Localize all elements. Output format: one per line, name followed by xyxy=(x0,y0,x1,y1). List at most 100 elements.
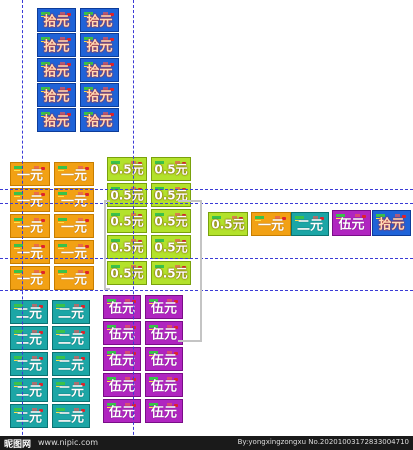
one-yuan-ticket: 一元 xyxy=(10,266,50,290)
five-yuan-ticket: 伍元 xyxy=(332,210,371,236)
ticket-label: 伍元 xyxy=(150,353,177,369)
seal-text-mark xyxy=(60,112,65,115)
ticket-label: 伍元 xyxy=(108,301,135,317)
one-yuan-ticket: 一元 xyxy=(54,162,94,186)
red-seal-icon xyxy=(41,245,45,248)
red-seal-icon xyxy=(138,266,142,269)
ticket-label: 拾元 xyxy=(378,217,405,233)
seal-text-mark xyxy=(34,166,39,169)
ticket-label: 拾元 xyxy=(86,14,113,30)
five-yuan-ticket: 伍元 xyxy=(145,347,183,371)
seal-text-mark xyxy=(32,304,37,307)
seal-text-mark xyxy=(32,382,37,385)
five-yuan-ticket: 伍元 xyxy=(145,321,183,345)
green-stripe-icon xyxy=(84,112,93,117)
red-seal-icon xyxy=(81,383,85,386)
seal-text-mark xyxy=(60,87,65,90)
seal-text-mark xyxy=(167,403,172,406)
red-seal-icon xyxy=(67,38,71,41)
red-seal-icon xyxy=(174,404,178,407)
half-yuan-ticket: 0.5元 xyxy=(208,212,248,236)
guide-line-horizontal xyxy=(0,189,413,190)
seal-text-mark xyxy=(34,218,39,221)
half-yuan-ticket: 0.5元 xyxy=(107,209,147,233)
half-yuan-ticket: 0.5元 xyxy=(107,157,147,181)
ten-yuan-ticket: 拾元 xyxy=(37,108,76,132)
green-stripe-icon xyxy=(255,216,264,221)
ticket-label: 0.5元 xyxy=(154,240,188,255)
red-seal-icon xyxy=(138,162,142,165)
green-stripe-icon xyxy=(84,37,93,42)
green-stripe-icon xyxy=(41,37,50,42)
watermark-brand: 昵图网 xyxy=(4,440,32,450)
seal-text-mark xyxy=(313,216,318,219)
green-stripe-icon xyxy=(107,325,116,330)
watermark-credit: By:yongxingzongxu No.2020100317283300471… xyxy=(237,438,409,446)
ticket-label: 伍元 xyxy=(108,327,135,343)
ticket-label: 0.5元 xyxy=(110,214,144,229)
red-seal-icon xyxy=(110,38,114,41)
red-seal-icon xyxy=(174,300,178,303)
half-yuan-ticket: 0.5元 xyxy=(151,235,191,259)
watermark-site: www.nipic.com xyxy=(38,438,99,447)
ticket-label: 一元 xyxy=(16,220,43,236)
green-stripe-icon xyxy=(376,214,385,219)
green-stripe-icon xyxy=(155,213,164,218)
green-stripe-icon xyxy=(149,299,158,304)
green-stripe-icon xyxy=(149,351,158,356)
green-stripe-icon xyxy=(56,330,65,335)
seal-text-mark xyxy=(167,351,172,354)
seal-text-mark xyxy=(175,213,180,216)
seal-text-mark xyxy=(74,304,79,307)
red-seal-icon xyxy=(67,13,71,16)
ticket-label: 二元 xyxy=(57,358,84,374)
seal-text-mark xyxy=(175,265,180,268)
red-seal-icon xyxy=(85,219,89,222)
ticket-label: 拾元 xyxy=(43,64,70,80)
seal-text-mark xyxy=(167,299,172,302)
ticket-label: 0.5元 xyxy=(154,266,188,281)
seal-text-mark xyxy=(103,87,108,90)
green-stripe-icon xyxy=(58,270,67,275)
ticket-label: 二元 xyxy=(15,332,42,348)
green-stripe-icon xyxy=(155,239,164,244)
green-stripe-icon xyxy=(58,192,67,197)
ticket-label: 伍元 xyxy=(338,217,365,233)
two-yuan-ticket: 二元 xyxy=(52,352,90,376)
red-seal-icon xyxy=(39,357,43,360)
red-seal-icon xyxy=(39,331,43,334)
seal-text-mark xyxy=(167,377,172,380)
half-yuan-ticket: 0.5元 xyxy=(151,209,191,233)
red-seal-icon xyxy=(402,215,406,218)
two-yuan-ticket: 二元 xyxy=(10,352,48,376)
seal-text-mark xyxy=(125,403,130,406)
ticket-label: 一元 xyxy=(60,220,87,236)
green-stripe-icon xyxy=(41,87,50,92)
ticket-label: 拾元 xyxy=(86,89,113,105)
ticket-label: 一元 xyxy=(257,218,284,234)
seal-text-mark xyxy=(32,356,37,359)
green-stripe-icon xyxy=(58,244,67,249)
green-stripe-icon xyxy=(107,299,116,304)
ticket-label: 拾元 xyxy=(86,39,113,55)
ticket-label: 伍元 xyxy=(150,379,177,395)
green-stripe-icon xyxy=(41,12,50,17)
green-stripe-icon xyxy=(58,218,67,223)
seal-text-mark xyxy=(78,192,83,195)
red-seal-icon xyxy=(39,305,43,308)
ticket-label: 拾元 xyxy=(43,89,70,105)
ten-yuan-ticket: 拾元 xyxy=(80,33,119,57)
five-yuan-ticket: 伍元 xyxy=(145,295,183,319)
seal-text-mark xyxy=(232,216,237,219)
ticket-label: 二元 xyxy=(296,218,323,234)
green-stripe-icon xyxy=(111,187,120,192)
red-seal-icon xyxy=(174,352,178,355)
red-seal-icon xyxy=(41,219,45,222)
red-seal-icon xyxy=(85,245,89,248)
red-seal-icon xyxy=(138,214,142,217)
guide-line-horizontal xyxy=(0,203,413,204)
ten-yuan-ticket: 拾元 xyxy=(80,58,119,82)
seal-text-mark xyxy=(125,351,130,354)
ticket-label: 二元 xyxy=(57,410,84,426)
green-stripe-icon xyxy=(41,112,50,117)
